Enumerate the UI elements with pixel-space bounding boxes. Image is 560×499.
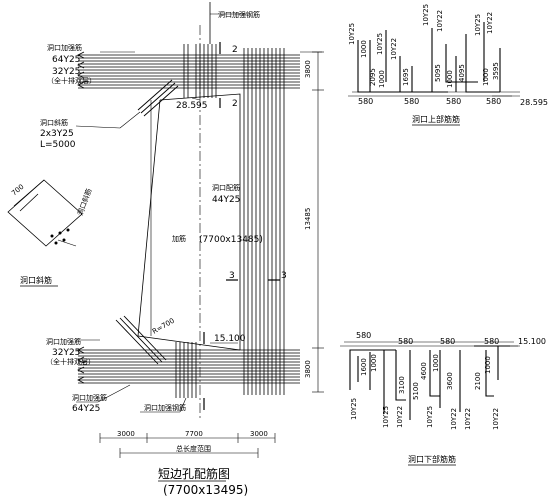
main-subtitle: (7700x13495)	[163, 483, 248, 497]
top-left-label-3: 32Y25	[52, 67, 80, 77]
radius-label: R=700	[151, 317, 176, 336]
bottom-dim-3: 3000	[250, 430, 268, 438]
rl-len-7: 3600	[446, 372, 454, 390]
rl-bar-1: 10Y25	[350, 398, 358, 420]
opening-outline	[137, 93, 241, 351]
ru-len-5: 5095	[434, 64, 442, 82]
ru-len-7: 4095	[458, 64, 466, 82]
elev-bot: 15.100	[214, 334, 246, 344]
rl-top-2: 580	[398, 337, 413, 346]
inner-label-2: 44Y25	[212, 195, 240, 205]
rl-bar-2: 10Y25	[382, 406, 390, 428]
top-left-label-2: 64Y25	[52, 55, 80, 65]
ru-base-2: 580	[404, 97, 419, 106]
inner-label-3: 加筋	[172, 234, 186, 243]
rl-bar-3: 10Y22	[396, 406, 404, 428]
ru-title: 洞口上部筋筋	[412, 114, 460, 124]
bottom-dim-1: 3000	[117, 430, 135, 438]
rl-top-1: 580	[356, 331, 371, 340]
left-detail: 700 洞口斜筋 洞口斜筋	[7, 179, 93, 287]
ru-base-1: 580	[358, 97, 373, 106]
top-left-label-4: （全十排双层）	[47, 76, 96, 85]
ru-base-4: 580	[486, 97, 501, 106]
right-side-dim-mid: 13485	[304, 208, 312, 230]
ru-len-9: 3595	[492, 62, 500, 80]
section-mark-2a: 2	[232, 45, 238, 55]
ru-bar-4: 10Y25	[422, 4, 430, 26]
right-upper-detail: 10Y25 1000 10Y25 2095 1000 10Y22 1695 10…	[348, 4, 548, 126]
rl-len-3: 3100	[398, 376, 406, 394]
bottom-dim-total: 总长度范围	[176, 444, 211, 453]
ru-len-1: 1000	[360, 40, 368, 58]
rl-len-8: 2100	[474, 372, 482, 390]
rl-bar-7: 10Y22	[492, 408, 500, 430]
rl-len-4: 5100	[412, 382, 420, 400]
right-lower-detail: 580 580 580 580 15.100 1600 1000 3100 51…	[340, 331, 546, 466]
ru-len-6: 1000	[446, 70, 454, 88]
bot-left-label-5: 64Y25	[72, 404, 100, 414]
left-detail-label: 洞口斜筋	[75, 187, 93, 216]
opening-size: (7700x13485)	[199, 235, 263, 245]
ru-len-3: 1000	[378, 70, 386, 88]
left-detail-title: 洞口斜筋	[20, 275, 52, 285]
rl-bar-5: 10Y22	[450, 408, 458, 430]
ru-bar-3: 10Y22	[390, 38, 398, 60]
rl-top-3: 580	[440, 337, 455, 346]
bot-left-label-1: 洞口加强筋	[46, 337, 81, 346]
left-detail-dim: 700	[10, 183, 25, 198]
ru-len-8: 1000	[482, 68, 490, 86]
diagonal-bars-bottom	[115, 315, 167, 365]
top-left-label-1: 洞口加强筋	[47, 43, 82, 52]
rl-elev: 15.100	[518, 337, 546, 346]
ru-bar-7: 10Y22	[486, 12, 494, 34]
rl-len-6: 1000	[432, 354, 440, 372]
ru-elev: 28.595	[520, 98, 548, 107]
rl-len-1: 1600	[360, 358, 368, 376]
ru-len-2: 2095	[369, 68, 377, 86]
rl-bar-4: 10Y25	[426, 406, 434, 428]
rl-bar-6: 10Y22	[464, 408, 472, 430]
ru-bar-5: 10Y22	[436, 10, 444, 32]
rl-top-4: 580	[484, 337, 499, 346]
rl-len-5: 4600	[420, 362, 428, 380]
inner-label-1: 洞口配筋	[212, 183, 240, 192]
ru-bar-2: 10Y25	[376, 33, 384, 55]
ru-len-4: 1695	[402, 68, 410, 86]
bottom-bar-bundle	[78, 349, 300, 384]
section-mark-3a: 3	[229, 271, 235, 281]
right-side-dim-top: 3800	[304, 60, 312, 78]
ru-bar-1: 10Y25	[348, 23, 356, 45]
top-center-label: 洞口加强钢筋	[218, 10, 260, 19]
rl-len-9: 1000	[484, 356, 492, 374]
bot-left-label-4: 洞口加强筋	[72, 393, 107, 402]
top-bar-bundle	[78, 54, 300, 89]
rl-len-2: 1000	[370, 354, 378, 372]
bot-center-label: 洞口加强钢筋	[144, 403, 186, 412]
right-vertical-bundle	[243, 48, 285, 395]
ru-bar-6: 10Y25	[474, 14, 482, 36]
bot-left-label-3: （全十排双层）	[46, 357, 95, 366]
main-title: 短边孔配筋图	[158, 466, 230, 481]
mid-left-label-2: 2x3Y25	[40, 129, 74, 139]
bot-left-label-2: 32Y25	[52, 348, 80, 358]
mid-left-label-3: L=5000	[40, 140, 76, 150]
main-plan: 洞口加强钢筋 洞口加强筋 64Y25 32Y25 （全十排双层） 洞口斜筋 2x…	[40, 2, 520, 497]
section-mark-3b: 3	[281, 271, 287, 281]
section-mark-2b: 2	[232, 99, 238, 109]
diagonal-bars-top	[119, 79, 179, 129]
bottom-dim-2: 7700	[185, 430, 203, 438]
right-side-dim-bot: 3800	[304, 360, 312, 378]
rl-title: 洞口下部筋筋	[408, 454, 456, 464]
mid-left-label-1: 洞口斜筋	[40, 118, 68, 127]
ru-base-3: 580	[446, 97, 461, 106]
elev-top-mid: 28.595	[176, 101, 208, 111]
